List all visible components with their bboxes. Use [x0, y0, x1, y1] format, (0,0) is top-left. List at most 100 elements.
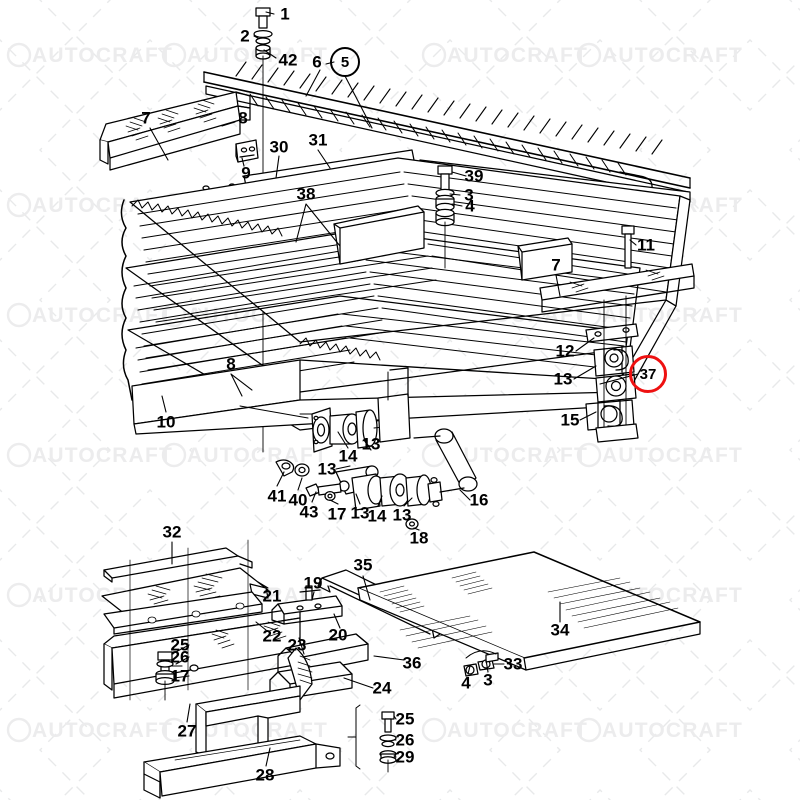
callout-41[interactable]: 41 — [267, 486, 287, 506]
watermark-tile: AUTOCRAFT — [6, 42, 172, 68]
grain-pan-assembly — [101, 539, 701, 799]
circle-o-logo — [421, 717, 447, 743]
callout-33[interactable]: 33 — [503, 654, 523, 674]
watermark-text: AUTOCRAFT — [602, 719, 743, 742]
circle-o-logo — [576, 717, 602, 743]
watermark-text: AUTOCRAFT — [187, 444, 328, 467]
callout-7[interactable]: 7 — [141, 108, 151, 128]
callout-40[interactable]: 40 — [288, 490, 308, 510]
watermark-text: AUTOCRAFT — [187, 719, 328, 742]
callout-4[interactable]: 4 — [465, 196, 475, 216]
callout-8[interactable]: 8 — [226, 354, 236, 374]
callout-9[interactable]: 9 — [241, 163, 251, 183]
callout-13[interactable]: 13 — [392, 505, 412, 525]
watermark-tile: AUTOCRAFT — [6, 717, 172, 743]
circle-o-logo — [6, 717, 32, 743]
circle-o-logo — [161, 42, 187, 68]
circle-o-logo — [6, 302, 32, 328]
circle-o-logo — [421, 42, 447, 68]
watermark-tile: AUTOCRAFT — [421, 42, 588, 68]
callout-39[interactable]: 39 — [464, 166, 484, 186]
callout-3[interactable]: 3 — [464, 185, 474, 205]
watermark-tile: AUTOCRAFT — [576, 442, 742, 468]
watermark-text: AUTOCRAFT — [447, 44, 588, 67]
callout-36[interactable]: 36 — [402, 653, 422, 673]
callout-26[interactable]: 26 — [170, 647, 190, 667]
callout-18[interactable]: 18 — [409, 528, 429, 548]
left-side-panel-upper — [99, 91, 251, 217]
callout-11[interactable]: 11 — [637, 235, 655, 255]
watermark-text: AUTOCRAFT — [447, 444, 588, 467]
callout-30[interactable]: 30 — [269, 137, 289, 157]
callout-13[interactable]: 13 — [553, 369, 573, 389]
bracket-item9 — [235, 139, 259, 163]
watermark-tile: AUTOCRAFT — [6, 192, 173, 218]
callout-14[interactable]: 14 — [367, 506, 387, 526]
deflector-panels — [333, 205, 573, 281]
hanger-bracket-assembly — [585, 295, 639, 443]
callout-42[interactable]: 42 — [278, 50, 298, 70]
callout-26[interactable]: 26 — [395, 730, 415, 750]
circle-o-logo — [6, 42, 32, 68]
watermark-tile: AUTOCRAFT — [161, 442, 328, 468]
circle-o-logo — [6, 442, 32, 468]
callout-6[interactable]: 6 — [312, 52, 322, 72]
callout-32[interactable]: 32 — [162, 522, 182, 542]
callout-23[interactable]: 23 — [287, 635, 307, 655]
callout-2[interactable]: 2 — [240, 26, 250, 46]
callout-7[interactable]: 7 — [551, 255, 561, 275]
bolt-stack-center — [435, 165, 455, 269]
callout-1[interactable]: 1 — [280, 4, 290, 24]
watermark-text: AUTOCRAFT — [602, 44, 743, 67]
watermark-tile: AUTOCRAFT — [576, 717, 743, 743]
watermark-tile: AUTOCRAFT — [421, 717, 588, 743]
watermark-text: AUTOCRAFT — [32, 194, 173, 217]
callout-25[interactable]: 25 — [395, 709, 415, 729]
bolt-item11 — [621, 225, 635, 269]
highlighted-callout-37[interactable]: 37 — [629, 355, 667, 393]
circled-callout-5[interactable]: 5 — [330, 47, 360, 77]
watermark-text: AUTOCRAFT — [32, 444, 173, 467]
callout-13[interactable]: 13 — [317, 459, 337, 479]
callout-20[interactable]: 20 — [328, 625, 348, 645]
callout-13[interactable]: 13 — [350, 503, 370, 523]
watermark-tile: AUTOCRAFT — [6, 442, 173, 468]
watermark-text: AUTOCRAFT — [447, 719, 588, 742]
callout-12[interactable]: 12 — [555, 341, 575, 361]
callout-17[interactable]: 17 — [170, 666, 190, 686]
callout-21[interactable]: 21 — [262, 586, 282, 606]
watermark-tile: AUTOCRAFT — [576, 42, 743, 68]
callout-14[interactable]: 14 — [338, 446, 358, 466]
right-lower-rail — [539, 263, 695, 313]
watermark-text: AUTOCRAFT — [602, 304, 743, 327]
callout-13[interactable]: 13 — [361, 434, 381, 454]
callout-38[interactable]: 38 — [296, 184, 316, 204]
callout-3[interactable]: 3 — [483, 670, 493, 690]
callout-15[interactable]: 15 — [560, 410, 580, 430]
upper-chaffer-panel — [203, 61, 691, 201]
callout-16[interactable]: 16 — [469, 490, 489, 510]
callout-10[interactable]: 10 — [156, 412, 176, 432]
callout-35[interactable]: 35 — [353, 555, 373, 575]
callout-22[interactable]: 22 — [262, 626, 282, 646]
callout-28[interactable]: 28 — [255, 765, 275, 785]
callout-27[interactable]: 27 — [177, 721, 197, 741]
callout-8[interactable]: 8 — [238, 108, 248, 128]
watermark-tile: AUTOCRAFT — [6, 302, 173, 328]
watermark-tile: AUTOCRAFT — [161, 717, 328, 743]
callout-31[interactable]: 31 — [308, 130, 328, 150]
callout-24[interactable]: 24 — [372, 678, 392, 698]
circle-o-logo — [576, 42, 602, 68]
watermark-text: AUTOCRAFT — [32, 304, 173, 327]
callout-34[interactable]: 34 — [550, 620, 570, 640]
callout-17[interactable]: 17 — [327, 504, 347, 524]
callout-4[interactable]: 4 — [461, 673, 471, 693]
callout-19[interactable]: 19 — [303, 573, 323, 593]
callout-29[interactable]: 29 — [395, 747, 415, 767]
callout-25[interactable]: 25 — [170, 635, 190, 655]
circle-o-logo — [161, 442, 187, 468]
callout-43[interactable]: 43 — [299, 502, 319, 522]
